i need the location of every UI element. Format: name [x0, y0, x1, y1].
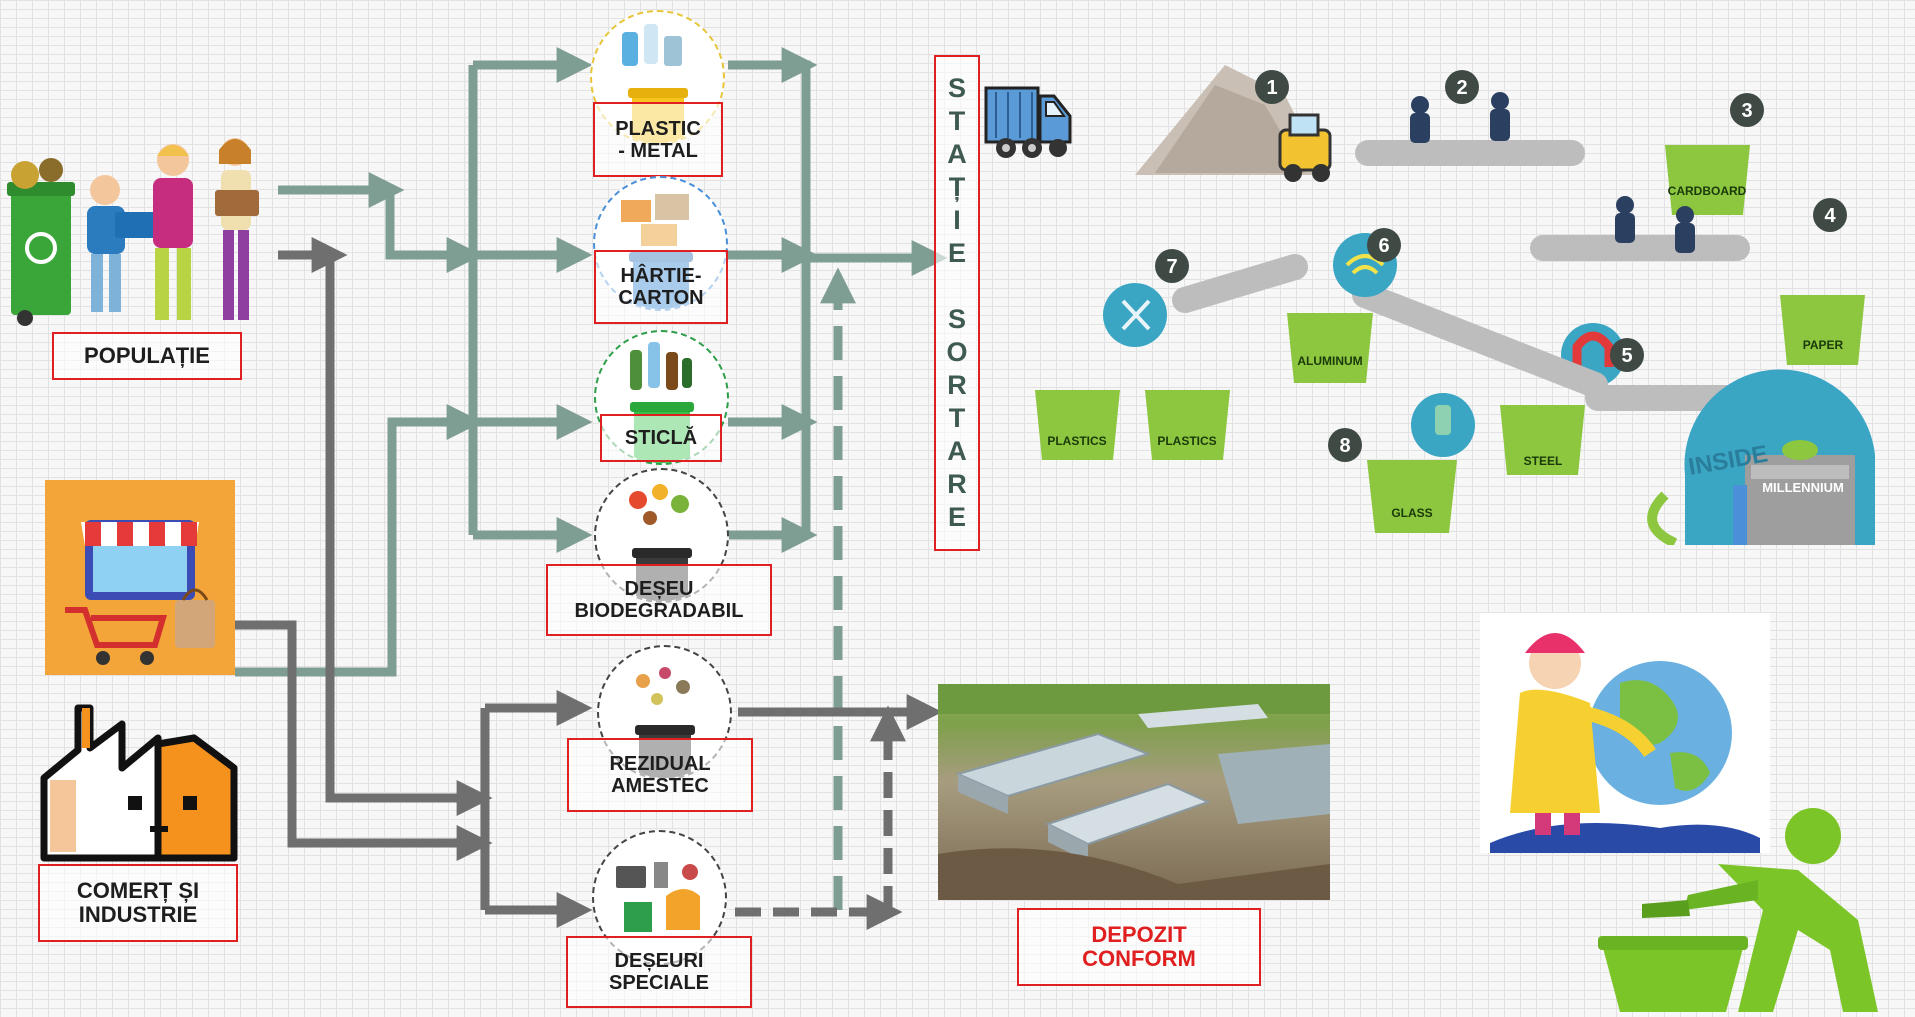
bin-aluminum: ALUMINUM: [1287, 313, 1373, 383]
facility-name-text: MILLENNIUM: [1762, 480, 1844, 495]
bin-label: PAPER: [1803, 338, 1844, 352]
special-waste-label: DEȘEURI SPECIALE: [566, 936, 752, 1008]
svg-text:4: 4: [1824, 205, 1836, 227]
shop-illustration: [45, 480, 235, 675]
svg-text:7: 7: [1166, 256, 1177, 278]
garbage-truck-icon: [982, 80, 1074, 165]
population-illustration: [5, 130, 275, 330]
svg-text:5: 5: [1621, 345, 1632, 367]
paper-cardboard-label: HÂRTIE- CARTON: [594, 250, 728, 324]
sorting-station-label: S T A Ț I E S O R T A R E: [934, 55, 980, 551]
bin-label: ALUMINUM: [1297, 354, 1362, 368]
sorting-letter: Ț: [948, 172, 966, 202]
svg-text:6: 6: [1378, 235, 1389, 257]
bin-glass: GLASS: [1367, 460, 1457, 533]
step-badges: 1 2 3 4 5 6 7 8: [1155, 70, 1847, 462]
bin-label: GLASS: [1391, 506, 1432, 520]
bin-label: STEEL: [1524, 454, 1563, 468]
landfill-label: DEPOZIT CONFORM: [1017, 908, 1261, 986]
landfill-photo: [938, 684, 1330, 900]
recyclable-flows: [235, 47, 948, 677]
bin-paper: PAPER: [1780, 295, 1865, 365]
recycling-process-diagram: CARDBOARD PAPER STEEL ALUMINUM PLASTICS …: [1035, 65, 1875, 545]
bin-steel: STEEL: [1500, 405, 1585, 475]
glass-label: STICLĂ: [600, 414, 722, 462]
sorting-letter: S: [947, 73, 966, 103]
bin-plastics-2: PLASTICS: [1145, 390, 1230, 460]
bin-cardboard: CARDBOARD: [1665, 145, 1750, 215]
bin-label: CARDBOARD: [1668, 184, 1747, 198]
sorting-letter: A: [947, 139, 967, 169]
svg-text:3: 3: [1741, 100, 1752, 122]
facility-building: INSIDE MILLENNIUM: [1647, 369, 1875, 545]
sorting-letter: A: [947, 436, 967, 466]
sorting-letter: E: [947, 502, 966, 532]
sorting-letter: E: [947, 238, 966, 268]
sorting-letter: R: [947, 370, 967, 400]
sorting-letter: O: [946, 337, 968, 367]
factory-icon: [38, 688, 238, 863]
sorting-letter: T: [948, 403, 966, 433]
svg-text:8: 8: [1339, 435, 1350, 457]
sorting-letter: S: [947, 304, 966, 334]
bin-plastics-1: PLASTICS: [1035, 390, 1120, 460]
biodegradable-label: DEȘEU BIODEGRADABIL: [546, 564, 772, 636]
sorting-letter: R: [947, 469, 967, 499]
sorting-letter: I: [953, 205, 961, 235]
trash-disposal-icon: [1598, 800, 1890, 1012]
step-badge-5: 5: [1610, 338, 1644, 372]
step-badge-8: 8: [1328, 428, 1362, 462]
girl-hugging-earth-illustration: [1480, 613, 1770, 853]
sorting-letter: T: [948, 106, 966, 136]
step-badge-2: 2: [1445, 70, 1479, 104]
loader-icon: [1278, 113, 1332, 182]
population-label: POPULAȚIE: [52, 332, 242, 380]
bin-label: PLASTICS: [1047, 434, 1106, 448]
plastic-metal-label: PLASTIC - METAL: [593, 102, 723, 177]
conveyor: [1355, 140, 1585, 166]
step-badge-3: 3: [1730, 93, 1764, 127]
step-badge-4: 4: [1813, 198, 1847, 232]
commerce-industry-label: COMERȚ ȘI INDUSTRIE: [38, 864, 238, 942]
svg-text:2: 2: [1456, 77, 1467, 99]
svg-text:1: 1: [1266, 77, 1277, 99]
step-badge-6: 6: [1367, 228, 1401, 262]
worker-figures: [1410, 92, 1510, 143]
residual-label: REZIDUAL AMESTEC: [567, 738, 753, 812]
step-badge-1: 1: [1255, 70, 1289, 104]
step-badge-7: 7: [1155, 249, 1189, 283]
bin-label: PLASTICS: [1157, 434, 1216, 448]
